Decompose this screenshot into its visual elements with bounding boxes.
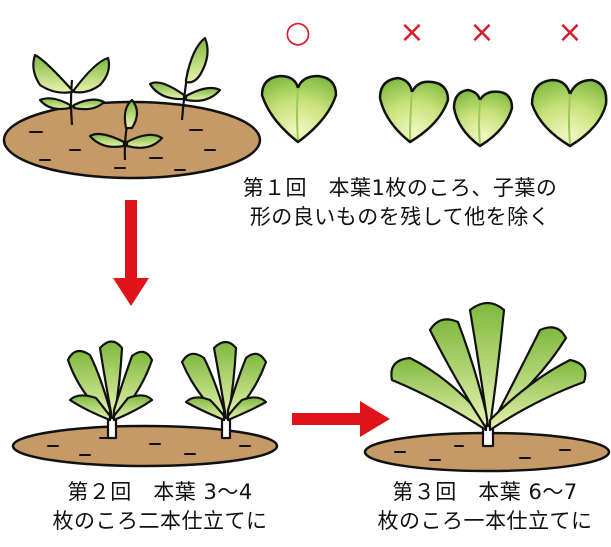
plant — [66, 340, 154, 440]
good-mark: ○ — [285, 15, 311, 50]
bad-mark: × — [399, 15, 424, 50]
bad-cotyledon — [378, 76, 450, 144]
seedling — [148, 36, 222, 121]
large-plant — [390, 301, 587, 448]
right-arrow — [292, 401, 390, 437]
good-cotyledon — [260, 74, 338, 144]
seedling-bed — [2, 36, 262, 180]
bad-cotyledon — [452, 88, 514, 148]
plant — [180, 340, 268, 440]
step1-caption-line2: 形の良いものを残して他を除く — [249, 205, 551, 229]
bad-cotyledon — [530, 78, 608, 148]
step3-caption-line2: 枚のころ一本仕立てに — [377, 509, 593, 533]
step1-caption: 第１回 本葉1枚のころ、子葉の 形の良いものを残して他を除く — [200, 174, 600, 232]
step3-caption-line1: 第３回 本葉 6～7 — [392, 480, 578, 504]
step3-caption: 第３回 本葉 6～7 枚のころ一本仕立てに — [360, 478, 610, 536]
bad-mark: × — [557, 15, 582, 50]
step2-caption-line2: 枚のころ二本仕立てに — [52, 509, 268, 533]
two-plant-bed — [11, 340, 279, 468]
seedling — [88, 98, 164, 161]
single-plant-bed — [363, 301, 611, 473]
down-arrow — [113, 200, 149, 306]
seedling — [32, 53, 111, 126]
step2-caption: 第２回 本葉 3～4 枚のころ二本仕立てに — [30, 478, 290, 536]
bad-mark: × — [469, 15, 494, 50]
step2-caption-line1: 第２回 本葉 3～4 — [67, 480, 253, 504]
step1-caption-line1: 第１回 本葉1枚のころ、子葉の — [242, 176, 558, 200]
